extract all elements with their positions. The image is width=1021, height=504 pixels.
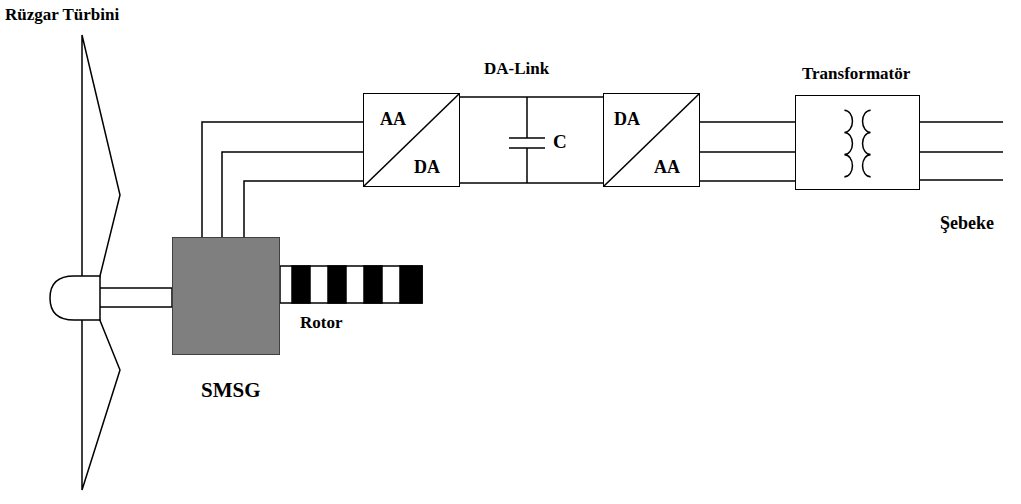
blade-top (82, 35, 120, 280)
converter-symbol (604, 94, 699, 186)
converter-box: AA DA (363, 93, 460, 187)
converter-label: AA (380, 110, 406, 130)
part-label: Rotor (300, 314, 342, 333)
blade-bottom (82, 318, 120, 490)
converter-label: AA (654, 158, 680, 178)
capacitor-symbol (509, 97, 545, 183)
generator-box: SMSG (172, 237, 280, 355)
transformer-box: Transformatör (795, 95, 920, 190)
component-label: C (553, 132, 567, 153)
part-label: Şebeke (940, 214, 994, 234)
converter-label: DA (414, 158, 440, 178)
rotor-shaft (280, 266, 422, 303)
converter-label: DA (614, 110, 640, 130)
node-label: SMSG (201, 379, 261, 402)
title-label: Rüzgar Türbini (5, 6, 119, 25)
grid-wires (920, 122, 1003, 180)
hub (50, 276, 100, 320)
transformer-symbol (796, 96, 919, 189)
shaft (96, 288, 172, 307)
wire-connector (700, 122, 795, 181)
converter-box: DA AA (603, 93, 700, 187)
converter-symbol (364, 94, 459, 186)
wire-connector (460, 97, 603, 183)
node-label: Transformatör (802, 65, 910, 84)
wire-connector (202, 122, 363, 237)
part-label: DA-Link (484, 60, 549, 79)
